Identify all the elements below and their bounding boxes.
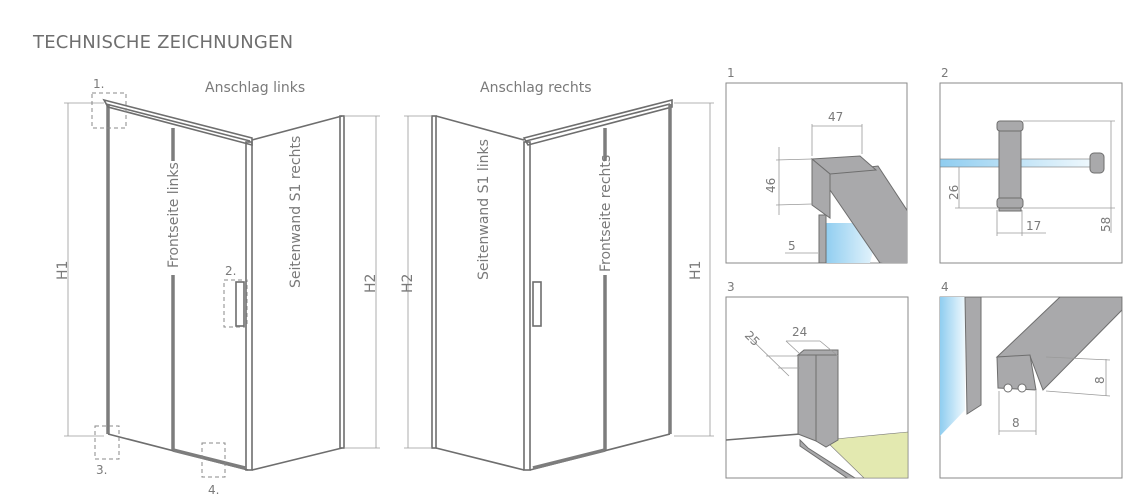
svg-text:17: 17 xyxy=(1026,219,1041,233)
svg-text:4: 4 xyxy=(941,280,949,294)
dimension-h1-right: H1 xyxy=(674,102,714,437)
label-frontseite-links: Frontseite links xyxy=(166,162,182,268)
shower-enclosure-left xyxy=(102,98,345,471)
svg-text:H1: H1 xyxy=(688,261,704,280)
detail-3: 3 24 25 xyxy=(725,280,909,479)
callout-2: 2. xyxy=(225,264,236,278)
handle xyxy=(532,281,542,327)
svg-text:26: 26 xyxy=(947,185,961,200)
svg-text:47: 47 xyxy=(828,110,843,124)
svg-text:8: 8 xyxy=(1012,416,1020,430)
svg-text:46: 46 xyxy=(764,178,778,193)
svg-text:2: 2 xyxy=(941,66,949,80)
caption-anschlag-rechts: Anschlag rechts xyxy=(480,80,592,96)
dimension-h2-left: H2 xyxy=(344,115,380,449)
label-frontseite-rechts: Frontseite rechts xyxy=(598,155,614,272)
caption-anschlag-links: Anschlag links xyxy=(205,80,305,96)
detail-1: 1 47 46 5 xyxy=(725,66,908,264)
drawing-anschlag-rechts: Anschlag rechts Seitenwand S1 links Fron… xyxy=(400,80,714,471)
svg-text:58: 58 xyxy=(1099,217,1113,232)
callout-1: 1. xyxy=(93,77,104,91)
svg-text:H2: H2 xyxy=(363,274,379,293)
drawing-anschlag-links: Anschlag links Frontseite links Seitenwa… xyxy=(55,77,380,497)
svg-text:3: 3 xyxy=(727,280,735,294)
section-title: TECHNISCHE ZEICHNUNGEN xyxy=(33,32,294,53)
svg-text:H1: H1 xyxy=(55,261,71,280)
dimension-h2-right: H2 xyxy=(400,115,432,449)
detail-2: 2 58 26 17 xyxy=(939,66,1123,264)
label-seitenwand-rechts: Seitenwand S1 rechts xyxy=(288,136,304,288)
dimension-h1-left: H1 xyxy=(55,102,104,437)
shower-enclosure-right xyxy=(431,98,673,471)
svg-text:8: 8 xyxy=(1093,376,1107,384)
svg-text:5: 5 xyxy=(788,239,796,253)
svg-text:1: 1 xyxy=(727,66,735,80)
handle xyxy=(235,281,245,327)
callout-box-1 xyxy=(91,92,127,129)
callout-4: 4. xyxy=(208,483,219,497)
svg-text:24: 24 xyxy=(792,325,807,339)
svg-text:H2: H2 xyxy=(400,274,416,293)
callout-3: 3. xyxy=(96,463,107,477)
label-seitenwand-links: Seitenwand S1 links xyxy=(476,139,492,280)
detail-4: 4 8 8 xyxy=(939,280,1123,479)
